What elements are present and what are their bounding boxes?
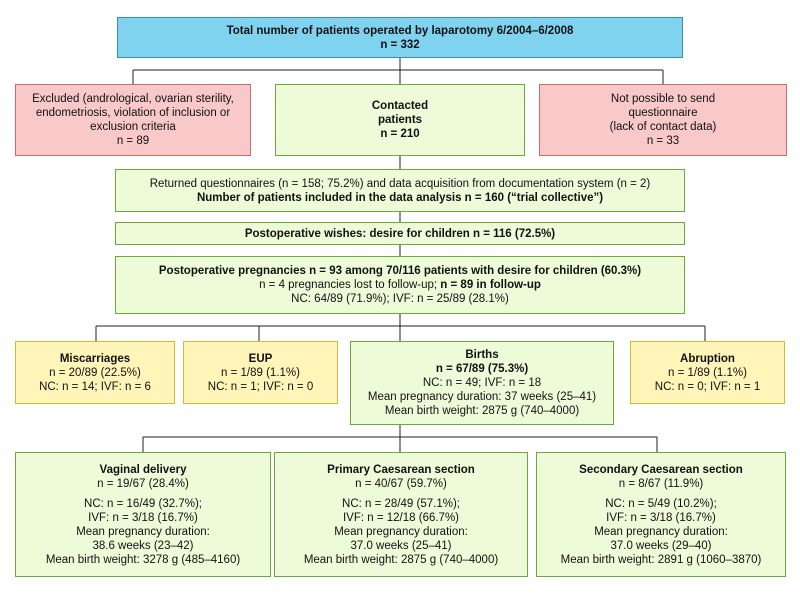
births-weight: Mean birth weight: 2875 g (740–4000): [384, 405, 580, 417]
wishes-box: Postoperative wishes: desire for childre…: [115, 222, 685, 245]
total-title: Total number of patients operated by lap…: [226, 24, 574, 37]
contacted-count: n = 210: [380, 128, 420, 140]
primary-caesarean-box: Primary Caesarean section n = 40/67 (59.…: [274, 452, 528, 577]
vaginal-ivf: IVF: n = 3/18 (16.7%): [88, 511, 198, 524]
secondary-nc: NC: n = 5/49 (10.2%);: [605, 497, 717, 510]
eup-box: EUP n = 1/89 (1.1%) NC: n = 1; IVF: n = …: [183, 341, 338, 404]
primary-title: Primary Caesarean section: [327, 463, 475, 476]
secondary-title: Secondary Caesarean section: [579, 463, 743, 476]
miscarriages-box: Miscarriages n = 20/89 (22.5%) NC: n = 1…: [15, 341, 175, 404]
births-count: n = 67/89 (75.3%): [435, 363, 529, 375]
contacted-line: Contacted: [371, 100, 429, 112]
secondary-duration: 37.0 weeks (29–40): [610, 539, 712, 552]
secondary-count: n = 8/67 (11.9%): [618, 477, 704, 490]
vaginal-duration-label: Mean pregnancy duration:: [76, 525, 210, 538]
abruption-box: Abruption n = 1/89 (1.1%) NC: n = 0; IVF…: [630, 341, 785, 404]
contacted-line: patients: [377, 114, 423, 126]
pregnancies-followup: n = 4 pregnancies lost to follow-up; n =…: [259, 278, 541, 292]
vaginal-duration: 38.6 weeks (23–42): [92, 539, 194, 552]
excluded-count: n = 89: [116, 135, 150, 147]
pregnancies-in-followup: n = 89 in follow-up: [440, 279, 541, 291]
secondary-caesarean-box: Secondary Caesarean section n = 8/67 (11…: [536, 452, 786, 577]
wishes-line: Postoperative wishes: desire for childre…: [244, 227, 556, 240]
abruption-split: NC: n = 0; IVF: n = 1: [654, 380, 761, 393]
secondary-duration-label: Mean pregnancy duration:: [594, 525, 728, 538]
excluded-line: exclusion criteria: [90, 121, 176, 133]
returned-box: Returned questionnaires (n = 158; 75.2%)…: [115, 169, 685, 212]
miscarriages-split: NC: n = 14; IVF: n = 6: [39, 380, 151, 393]
primary-duration: 37.0 weeks (25–41): [350, 539, 452, 552]
miscarriages-count: n = 20/89 (22.5%): [49, 366, 141, 379]
pregnancies-box: Postoperative pregnancies n = 93 among 7…: [115, 256, 685, 314]
secondary-weight: Mean birth weight: 2891 g (1060–3870): [560, 553, 762, 566]
vaginal-title: Vaginal delivery: [99, 463, 187, 476]
total-box: Total number of patients operated by lap…: [117, 17, 683, 58]
eup-count: n = 1/89 (1.1%): [221, 366, 300, 379]
total-count: n = 332: [380, 38, 420, 51]
excluded-box: Excluded (andrological, ovarian sterilit…: [15, 84, 251, 156]
included-count: Number of patients included in the data …: [196, 191, 604, 204]
not-possible-box: Not possible to send questionnaire (lack…: [539, 84, 787, 156]
miscarriages-title: Miscarriages: [59, 352, 131, 365]
vaginal-count: n = 19/67 (28.4%): [97, 477, 189, 490]
pregnancies-split: NC: 64/89 (71.9%); IVF: n = 25/89 (28.1%…: [291, 293, 509, 305]
secondary-ivf: IVF: n = 3/18 (16.7%): [606, 511, 716, 524]
vaginal-weight: Mean birth weight: 3278 g (485–4160): [45, 553, 241, 566]
excluded-line: endometriosis, violation of inclusion or: [35, 107, 231, 119]
births-split: NC: n = 49; IVF: n = 18: [422, 377, 542, 389]
births-box: Births n = 67/89 (75.3%) NC: n = 49; IVF…: [350, 341, 614, 425]
pregnancies-lost: n = 4 pregnancies lost to follow-up;: [259, 279, 441, 291]
returned-line: Returned questionnaires (n = 158; 75.2%)…: [149, 177, 651, 190]
eup-title: EUP: [248, 352, 273, 365]
primary-nc: NC: n = 28/49 (57.1%);: [342, 497, 460, 510]
abruption-title: Abruption: [680, 352, 735, 365]
primary-weight: Mean birth weight: 2875 g (740–4000): [303, 553, 499, 566]
primary-ivf: IVF: n = 12/18 (66.7%): [342, 511, 460, 524]
abruption-count: n = 1/89 (1.1%): [668, 366, 747, 379]
not-possible-count: n = 33: [646, 135, 680, 147]
not-possible-line: questionnaire: [628, 107, 698, 119]
births-title: Births: [465, 349, 499, 361]
not-possible-line: (lack of contact data): [609, 121, 717, 133]
vaginal-nc: NC: n = 16/49 (32.7%);: [84, 497, 202, 510]
eup-split: NC: n = 1; IVF: n = 0: [207, 380, 314, 393]
primary-duration-label: Mean pregnancy duration:: [334, 525, 468, 538]
vaginal-box: Vaginal delivery n = 19/67 (28.4%) NC: n…: [15, 452, 271, 577]
births-duration: Mean pregnancy duration: 37 weeks (25–41…: [367, 391, 597, 403]
not-possible-line: Not possible to send: [610, 93, 716, 105]
primary-count: n = 40/67 (59.7%): [355, 477, 447, 490]
excluded-line: Excluded (andrological, ovarian sterilit…: [32, 93, 234, 105]
contacted-box: Contacted patients n = 210: [275, 84, 525, 156]
pregnancies-title: Postoperative pregnancies n = 93 among 7…: [158, 265, 642, 277]
